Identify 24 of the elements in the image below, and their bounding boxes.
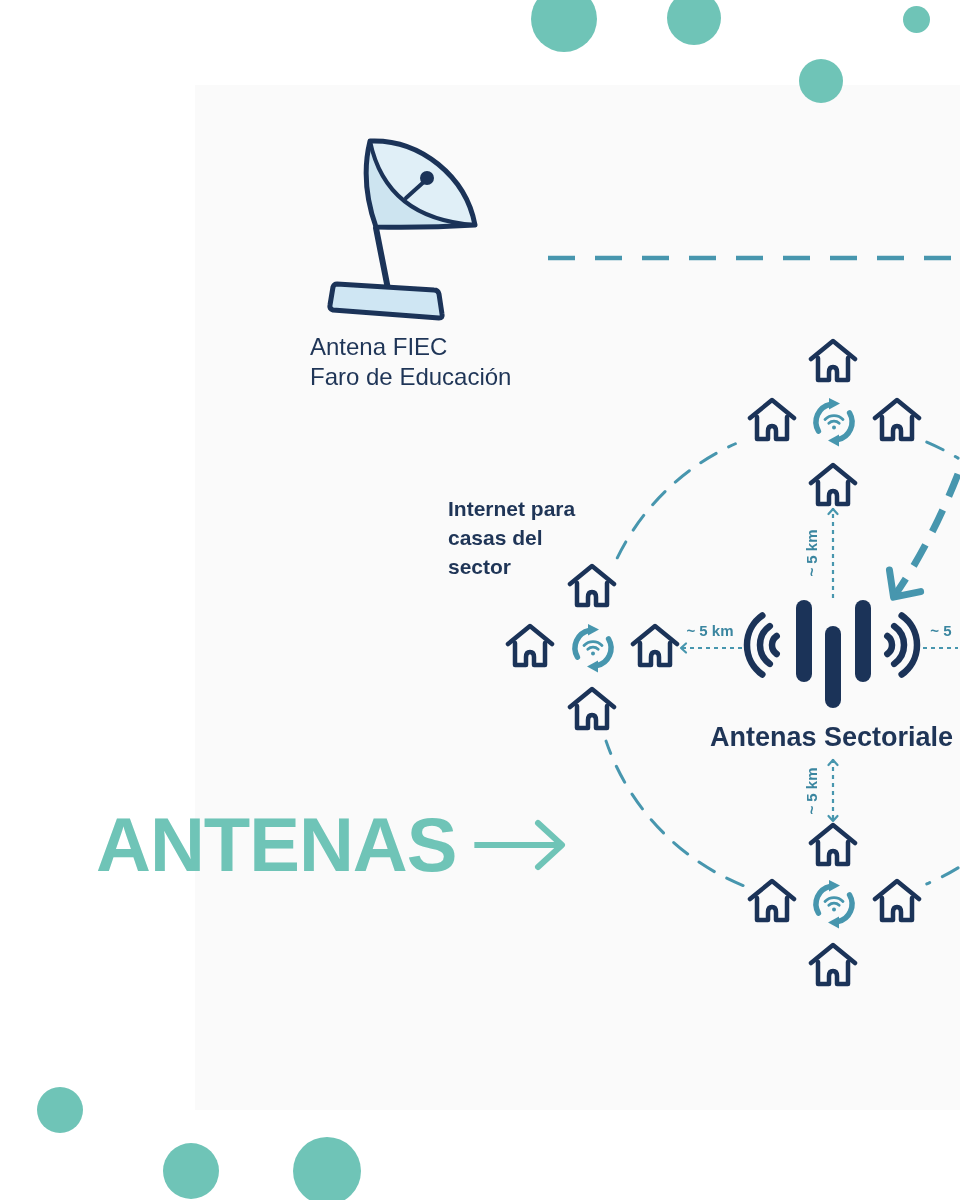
station-label: Faro de Educación (310, 362, 512, 392)
house-icon (630, 623, 680, 669)
antenna-caption: Antenas Sectoriale (710, 721, 954, 753)
station-label: Antena FIEC (310, 332, 448, 362)
house-icon (567, 686, 617, 732)
sectoral-antenna-icon (742, 598, 923, 710)
dashed-line (923, 646, 958, 650)
section-heading: ANTENAS (96, 800, 475, 890)
area-note: Internet para casas del sector (448, 496, 577, 580)
house-icon (505, 623, 555, 669)
house-icon (747, 878, 797, 924)
house-icon (808, 942, 858, 988)
dashed-arrow (827, 507, 839, 598)
dashed-arrow (679, 642, 742, 654)
house-icon (872, 878, 922, 924)
house-icon (567, 563, 617, 609)
arrow (474, 820, 565, 870)
house-icon (808, 338, 858, 384)
house-icon (808, 822, 858, 868)
house-icon (747, 397, 797, 443)
house-icon (808, 462, 858, 508)
dashed-arrow (885, 472, 960, 601)
dashed-arrow (827, 758, 839, 823)
house-icon (872, 397, 922, 443)
